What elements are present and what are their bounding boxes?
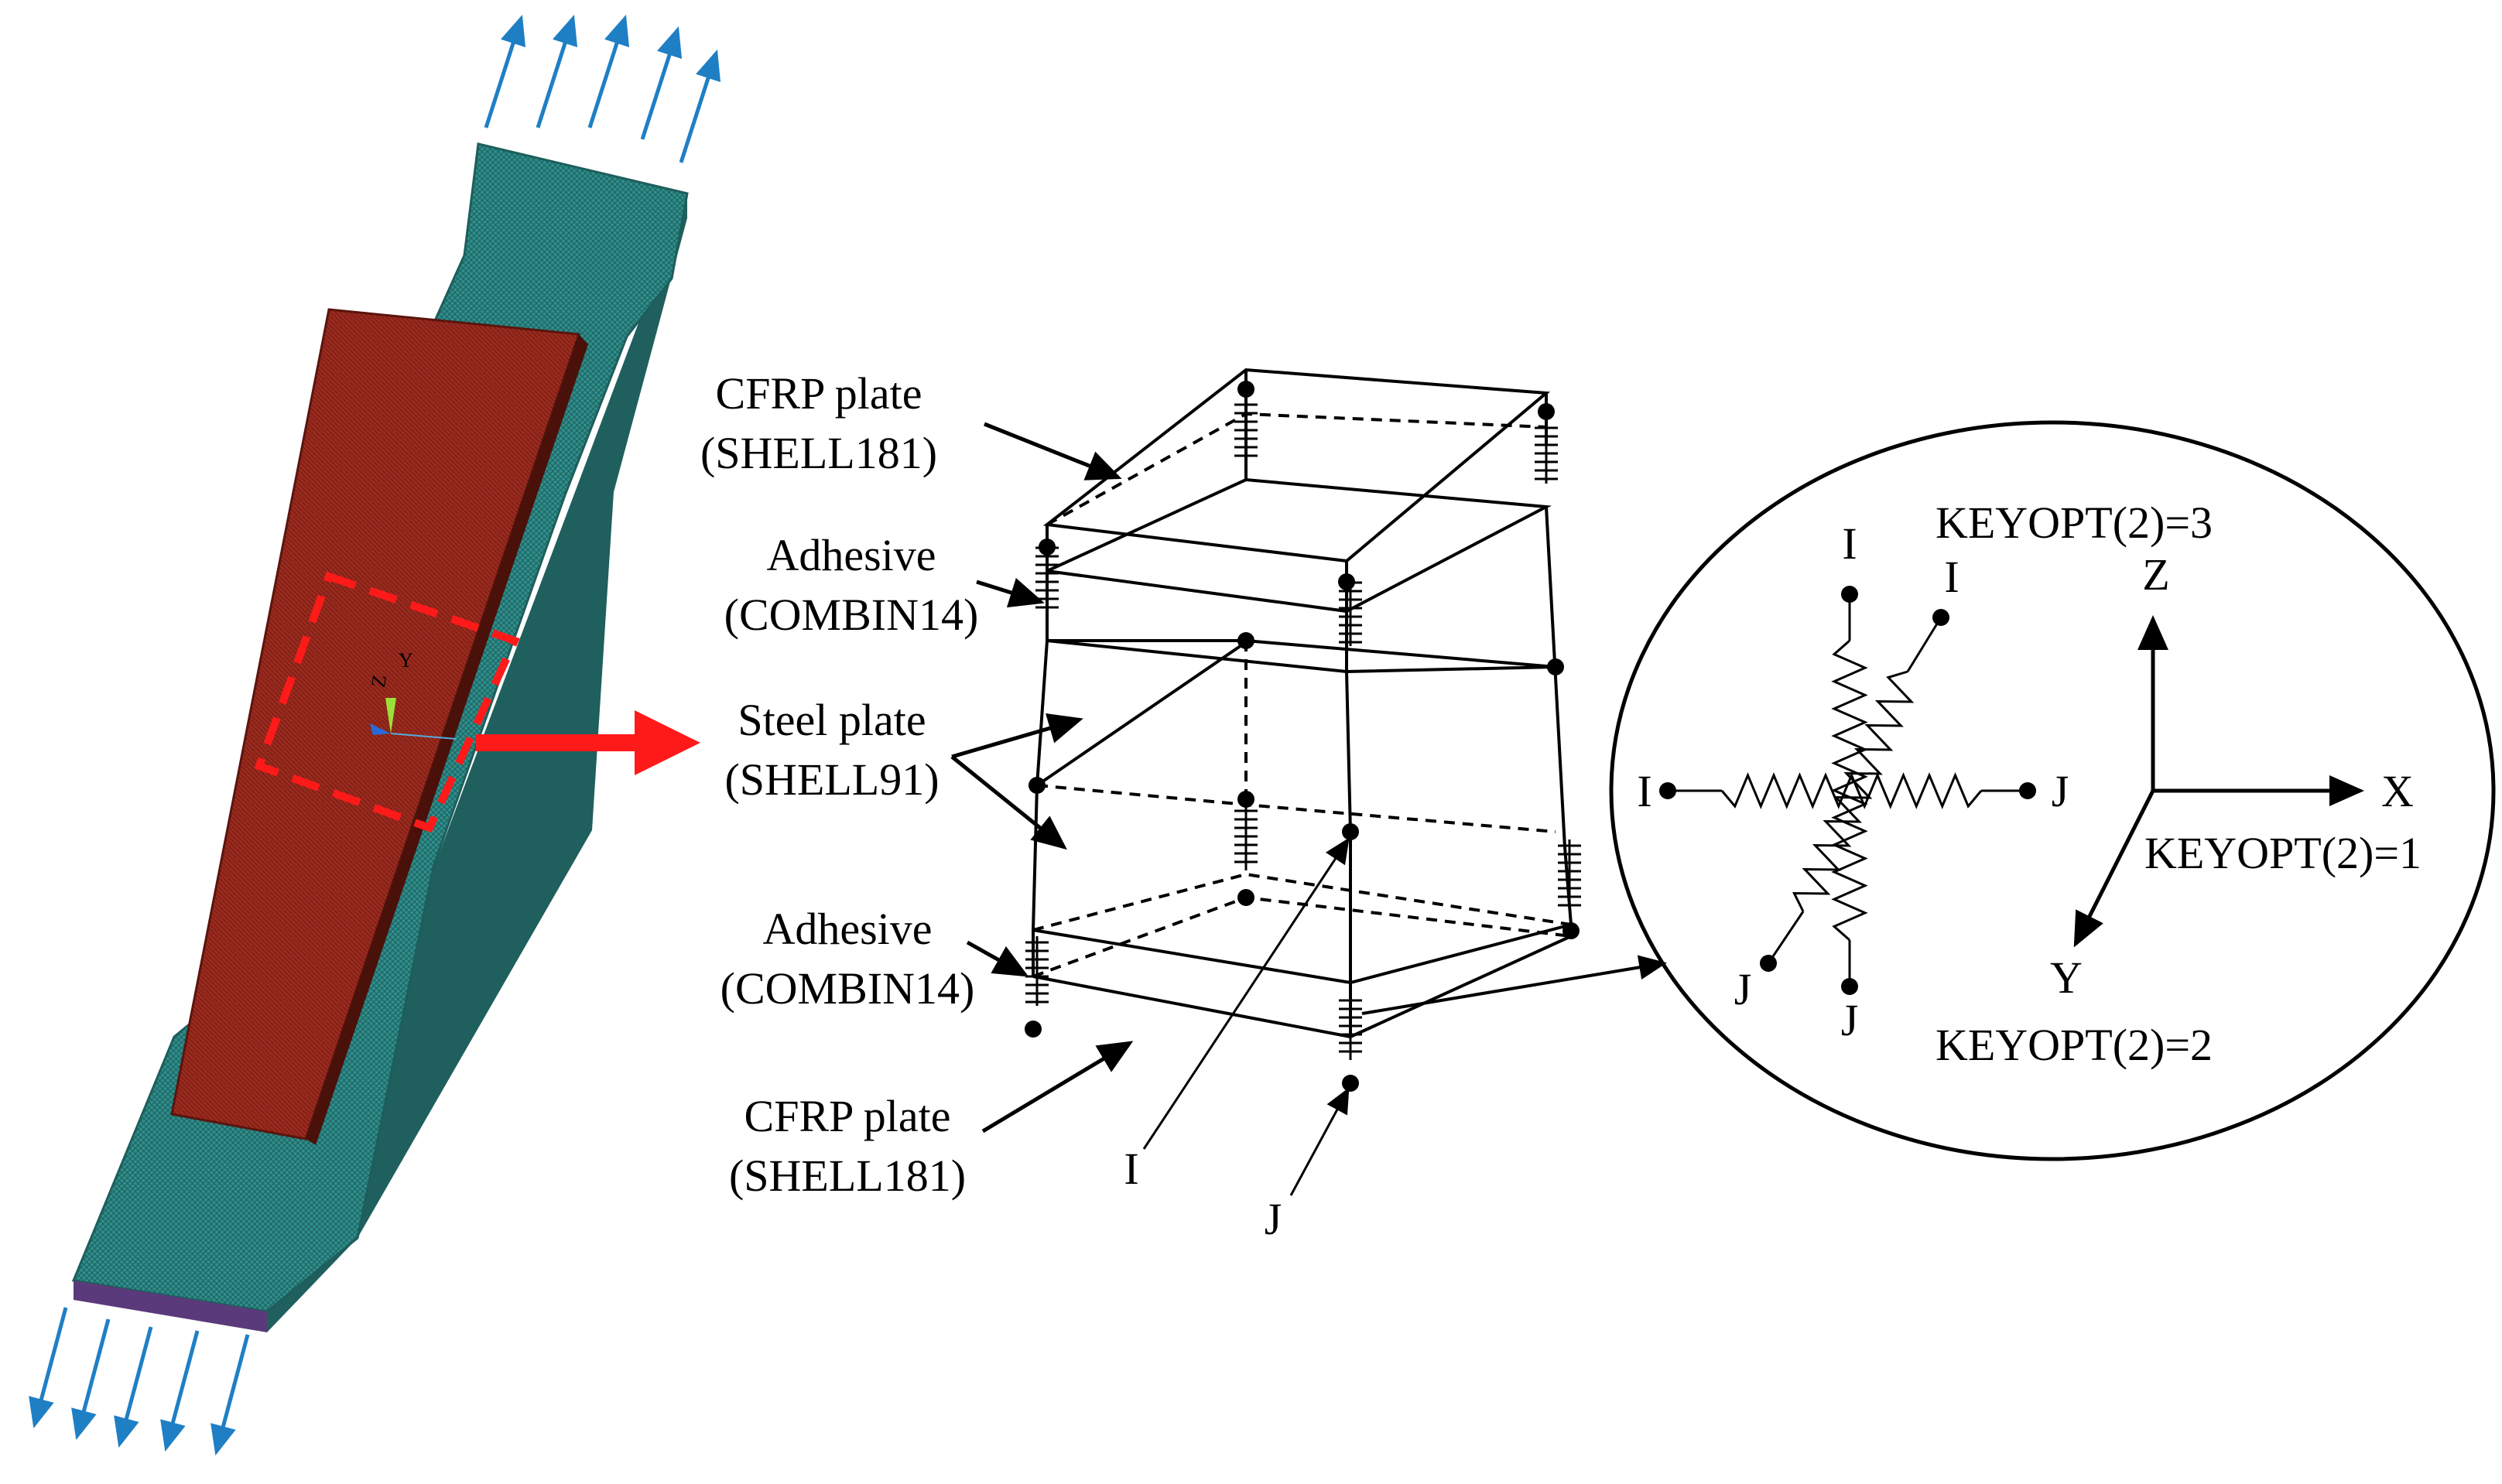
spring-element-detail: I J I J I J Z X Y KEYOPT(2)=3 KEYOPT(2)=…: [1609, 420, 2496, 1161]
node-dot: [1237, 632, 1254, 649]
red-arrow-right-icon: [476, 710, 700, 775]
layer-model: [1032, 368, 1573, 1039]
axis-label-x: X: [2381, 766, 2414, 816]
label-adhesive-bottom-line1: Adhesive: [762, 904, 932, 954]
cfrp-top-plate: [1042, 368, 1551, 563]
coordinate-triad-icon: Y Z: [367, 649, 457, 740]
spring-label-i-top: I: [1842, 518, 1857, 569]
spring-label-j-right: J: [2052, 766, 2069, 816]
triad-z-label: Z: [367, 673, 391, 689]
node-dot: [1039, 539, 1056, 556]
tensile-load-arrow-icon: [114, 1415, 139, 1448]
specimen-bottom-edge: [74, 1281, 267, 1332]
label-steel-line1: Steel plate: [738, 695, 926, 745]
node-dot: [1237, 791, 1254, 808]
node-dot: [1237, 889, 1254, 906]
spring-label-i-diag: I: [1944, 552, 1959, 602]
tensile-load-arrow-icon: [604, 15, 630, 48]
tensile-load-arrows-bottom: [29, 1307, 250, 1456]
tensile-load-arrow-icon: [657, 26, 683, 60]
tensile-load-arrow-icon: [29, 1396, 54, 1429]
combin14-springs: [1025, 398, 1581, 1060]
keyopt-z-label: KEYOPT(2)=3: [1936, 498, 2213, 548]
label-adhesive-top-line1: Adhesive: [766, 530, 936, 580]
tensile-load-arrows-top: [484, 15, 721, 163]
tensile-load-arrow-icon: [160, 1419, 186, 1452]
spring-label-j-diag: J: [1734, 964, 1752, 1014]
node-dot: [1562, 922, 1580, 939]
label-adhesive-top-line2: (COMBIN14): [724, 590, 979, 640]
detail-ellipse: [1609, 420, 2496, 1161]
triad-y-label: Y: [399, 649, 413, 672]
keyopt-x-label: KEYOPT(2)=1: [2144, 828, 2422, 878]
spring-label-j-bottom: J: [1841, 995, 1859, 1045]
keyopt-y-label: KEYOPT(2)=2: [1936, 1020, 2213, 1070]
label-node-i: I: [1124, 1144, 1138, 1194]
axis-label-z: Z: [2142, 549, 2169, 600]
label-cfrp-bottom-line2: (SHELL181): [729, 1151, 966, 1201]
label-cfrp-top-line1: CFRP plate: [716, 368, 922, 419]
zoom-region-box: [254, 571, 520, 833]
label-cfrp-bottom-line1: CFRP plate: [744, 1091, 951, 1141]
node-dot: [1342, 1075, 1359, 1092]
node-dot: [1237, 381, 1254, 398]
label-adhesive-bottom-line2: (COMBIN14): [720, 963, 975, 1014]
spring-vertical: [1831, 639, 1868, 942]
model-nodes: [1025, 381, 1580, 1092]
spring-label-i-left: I: [1637, 766, 1651, 816]
tensile-load-arrow-icon: [553, 15, 578, 48]
layer-labels: CFRP plate (SHELL181) Adhesive (COMBIN14…: [700, 368, 1282, 1244]
specimen-model: Y Z: [71, 142, 689, 1332]
node-dot: [1538, 403, 1555, 420]
node-dot: [1338, 573, 1355, 590]
node-dot: [1547, 658, 1564, 675]
label-cfrp-top-line2: (SHELL181): [700, 428, 937, 478]
tensile-load-arrow-icon: [210, 1423, 236, 1456]
label-steel-line2: (SHELL91): [724, 754, 939, 805]
node-dot: [1342, 823, 1359, 840]
axis-label-y: Y: [2050, 952, 2083, 1003]
spring-diagonal: [1792, 670, 1915, 912]
cfrp-plate-edge: [306, 334, 588, 1145]
node-dot: [1025, 1021, 1042, 1038]
label-leaders: [950, 422, 1667, 1196]
label-node-j: J: [1265, 1194, 1282, 1244]
tensile-load-arrow-icon: [696, 50, 721, 83]
tensile-load-arrow-icon: [71, 1407, 97, 1441]
tensile-load-arrow-icon: [501, 15, 526, 48]
node-dot: [1029, 777, 1046, 794]
spring-horizontal: [1720, 772, 1983, 809]
